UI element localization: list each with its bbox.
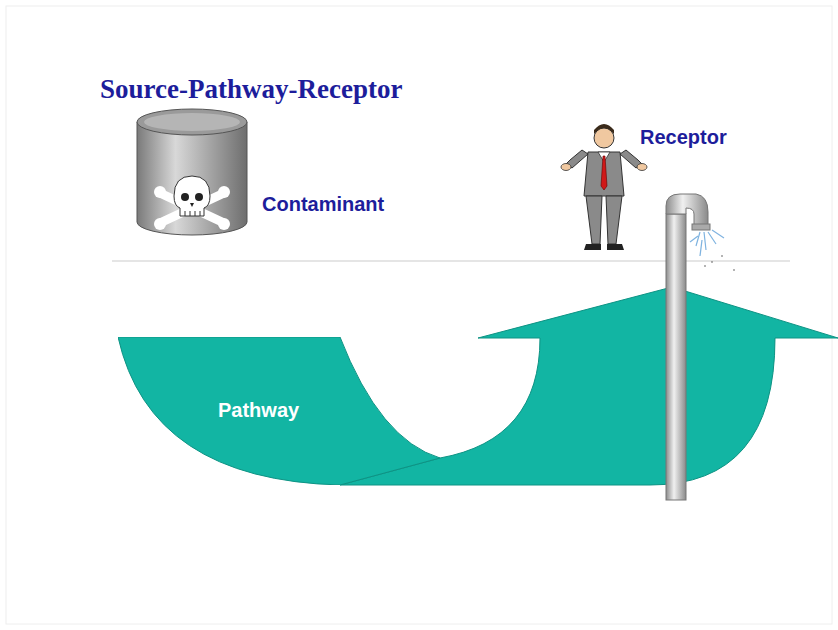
pathway-label: Pathway [218, 399, 299, 422]
figure-label: Receptor [640, 126, 727, 149]
pathway-band: Pathway [118, 337, 440, 485]
slide-title: Source-Pathway-Receptor [100, 74, 402, 105]
receptor-person [561, 124, 647, 250]
ground-line [112, 260, 790, 262]
barrel-icon [137, 109, 247, 235]
water-tap [666, 194, 735, 500]
pathway-lobe [118, 337, 440, 485]
figure-label: Contaminant [262, 193, 384, 216]
